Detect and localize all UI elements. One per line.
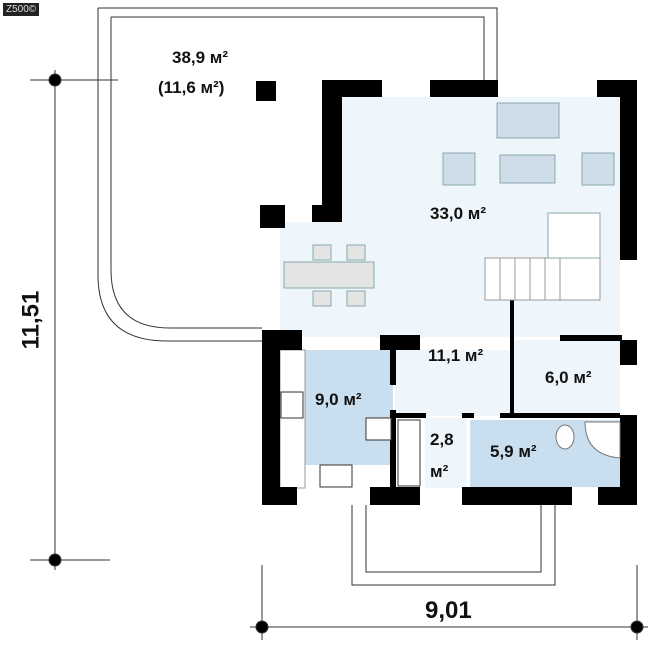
terrace-covered-area: (11,6 м²) (158, 78, 225, 97)
logo-badge: Z500© (3, 3, 40, 16)
kitchen-counter (279, 349, 306, 489)
walls (260, 80, 637, 505)
storage-area-unit: м² (430, 462, 449, 481)
kitchen-floor (305, 350, 393, 465)
furniture (280, 102, 621, 488)
width-dimension: 9,01 (425, 597, 472, 624)
storage-floor (425, 418, 467, 488)
living-area: 33,0 м² (430, 204, 487, 223)
hall-floor (395, 350, 512, 416)
room-floor (512, 340, 620, 416)
hall-area: 11,1 м² (428, 346, 484, 365)
terrace-column (256, 81, 276, 101)
stairs (484, 257, 601, 301)
height-dimension: 11,51 (17, 290, 45, 350)
porch-outline (351, 505, 556, 586)
storage-area: 2,8 (430, 430, 454, 449)
bath-area: 5,9 м² (490, 442, 537, 461)
terrace-outline (97, 7, 498, 342)
terrace-area: 38,9 м² (172, 48, 229, 67)
room-area: 6,0 м² (545, 368, 592, 387)
kitchen-area: 9,0 м² (315, 390, 362, 409)
dimension-lines (30, 70, 648, 640)
